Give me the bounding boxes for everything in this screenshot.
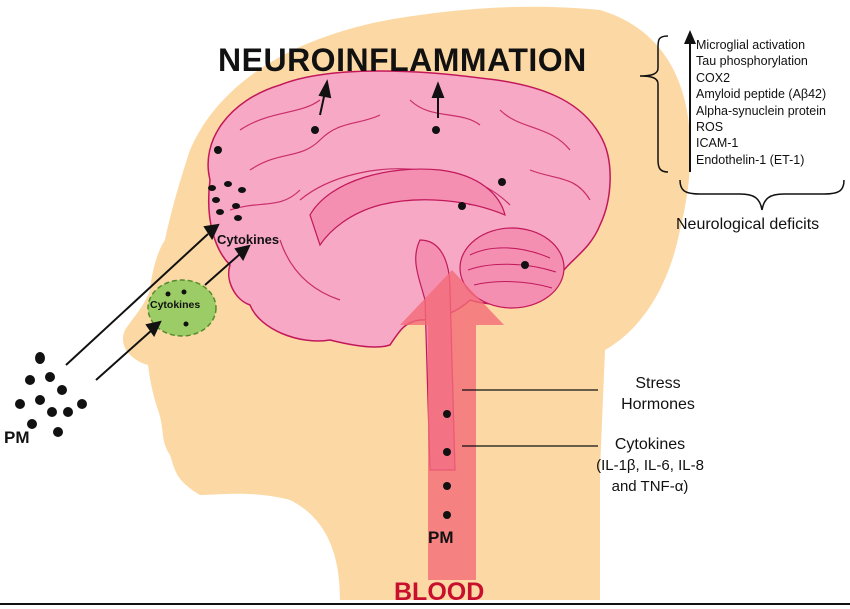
pm-particles-inhaled <box>15 352 87 437</box>
effect-item: ROS <box>696 120 724 135</box>
effect-item: ICAM-1 <box>696 136 739 151</box>
stress-hormones-label: Stress Hormones <box>604 373 712 415</box>
pm-inhaled-label: PM <box>4 428 30 447</box>
effect-item: Endothelin-1 (ET-1) <box>696 152 805 167</box>
title: NEUROINFLAMMATION <box>218 42 587 78</box>
effect-item: Tau phosphorylation <box>696 54 808 69</box>
outcome-label: Neurological deficits <box>676 216 820 233</box>
cytokines-blood-detail1: (IL-1β, IL-6, IL-8 <box>596 457 704 474</box>
effect-item: Amyloid peptide (Aβ42) <box>696 87 827 102</box>
inhalation-arrows <box>65 223 251 381</box>
effect-item: Alpha-synuclein protein <box>696 103 826 118</box>
effects-list: Microglial activation Tau phosphorylatio… <box>696 37 826 168</box>
connector-lines <box>462 389 598 447</box>
blood-arrow <box>400 270 504 580</box>
inner-brain <box>309 168 506 247</box>
cytokines-blood-label: Cytokines (IL-1β, IL-6, IL-8 and TNF-α) <box>592 434 708 497</box>
pm-blood-label: PM <box>428 528 454 547</box>
effects-brace <box>639 35 669 173</box>
stress-line2: Hormones <box>621 396 695 413</box>
cytokines-blood-title: Cytokines <box>614 436 686 453</box>
brain-up-arrows <box>318 79 445 118</box>
cytokines-nasal-label: Cytokines <box>150 299 201 311</box>
effect-item: Microglial activation <box>696 38 806 52</box>
effect-item: COX2 <box>696 70 731 85</box>
cytokines-blood-detail2: and TNF-α) <box>611 478 689 495</box>
pm-particles-nasal <box>165 289 189 327</box>
deficits-brace <box>679 179 845 211</box>
cytokines-brain-label: Cytokines <box>217 232 280 247</box>
cerebellum <box>459 227 565 309</box>
pm-particles-blood <box>443 410 451 519</box>
stress-line1: Stress <box>635 375 681 392</box>
blood-label: BLOOD <box>394 578 485 606</box>
pm-particles-brain <box>208 126 529 269</box>
nasal-cytokine-zone <box>147 279 217 337</box>
cerebellum-folds <box>467 247 557 289</box>
